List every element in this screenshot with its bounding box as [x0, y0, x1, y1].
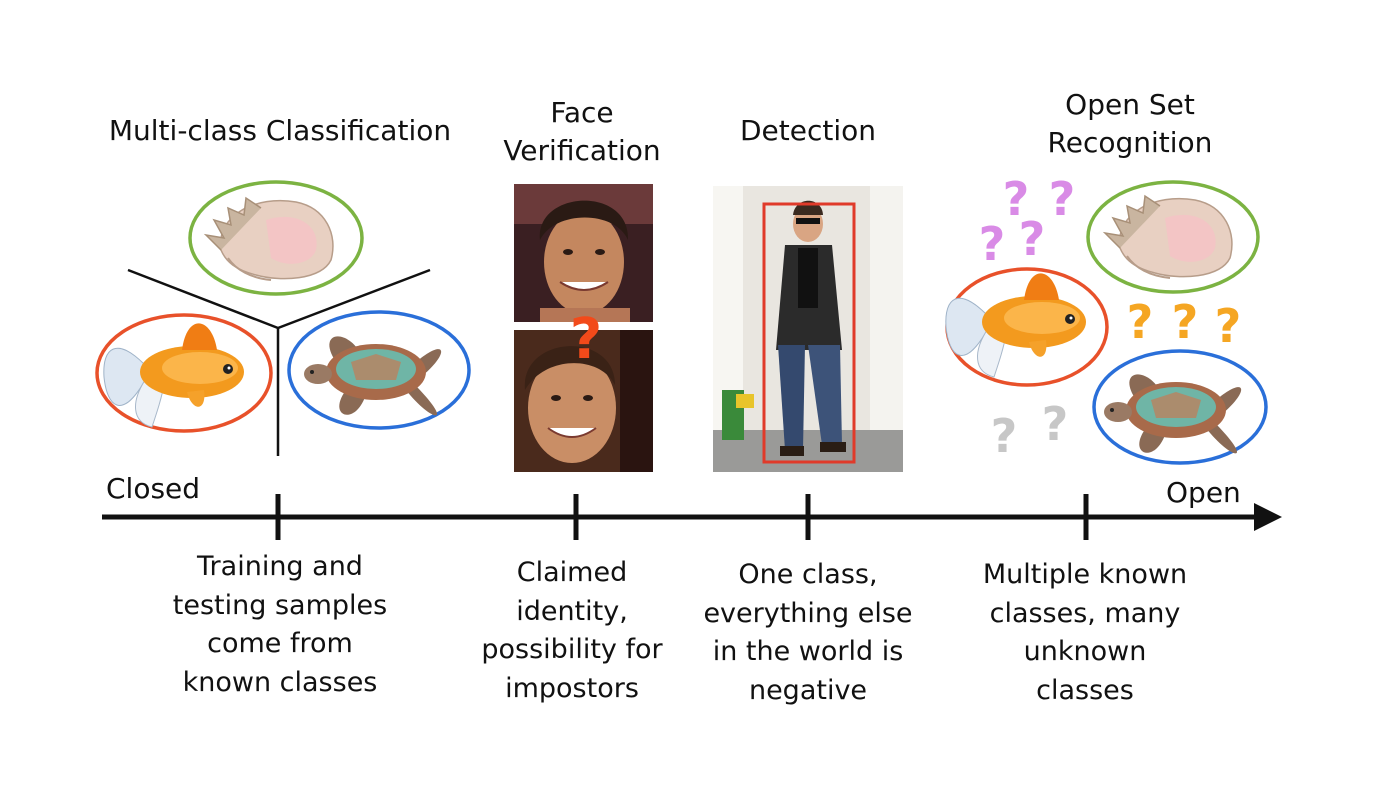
- title-multiclass: Multi-class Classification: [108, 114, 452, 147]
- goldfish-icon: [103, 322, 245, 428]
- face-photo-top: [514, 184, 653, 322]
- fish-class-circle: [95, 313, 273, 433]
- svg-text:?: ?: [1042, 397, 1069, 451]
- face-question-mark: ?: [570, 307, 602, 372]
- svg-text:?: ?: [1003, 172, 1030, 226]
- desc-multiclass: Training and testing samples come from k…: [172, 551, 388, 698]
- title-open-set: Open Set Recognition: [1047, 88, 1213, 159]
- boundary-line-left: [127, 268, 279, 330]
- axis-label-closed: Closed: [106, 472, 201, 505]
- open-shell-circle: [1086, 180, 1260, 294]
- svg-text:?: ?: [1019, 212, 1046, 266]
- desc-detection: One class, everything else in the world …: [703, 559, 913, 706]
- svg-text:?: ?: [979, 217, 1006, 271]
- axis-arrowhead: [1254, 503, 1282, 531]
- desc-face-verification: Claimed identity, possibility for impost…: [481, 557, 663, 704]
- axis-label-open: Open: [1166, 476, 1241, 509]
- desc-open-set: Multiple known classes, many unknown cla…: [982, 559, 1188, 706]
- detection-photo: [713, 186, 903, 472]
- title-face-verification: Face Verification: [503, 96, 661, 167]
- conch-shell-icon-open: [1104, 195, 1233, 279]
- unknown-question-marks: ? ? ? ? ? ? ? ? ?: [979, 172, 1242, 463]
- svg-text:?: ?: [1127, 295, 1154, 349]
- svg-text:?: ?: [991, 409, 1018, 463]
- boundary-line-right: [277, 268, 431, 330]
- open-turtle-circle: [1092, 349, 1268, 465]
- svg-text:?: ?: [1215, 299, 1242, 353]
- sea-turtle-icon: [304, 336, 442, 416]
- title-detection: Detection: [739, 114, 877, 147]
- svg-text:?: ?: [1172, 295, 1199, 349]
- conch-shell-icon: [205, 197, 334, 281]
- sea-turtle-icon-open: [1104, 374, 1242, 454]
- shell-class-circle: [188, 180, 364, 296]
- svg-text:?: ?: [1049, 172, 1076, 226]
- face-photo-bottom: [514, 330, 653, 472]
- turtle-class-circle: [287, 310, 471, 430]
- detection-bounding-box: [762, 202, 856, 464]
